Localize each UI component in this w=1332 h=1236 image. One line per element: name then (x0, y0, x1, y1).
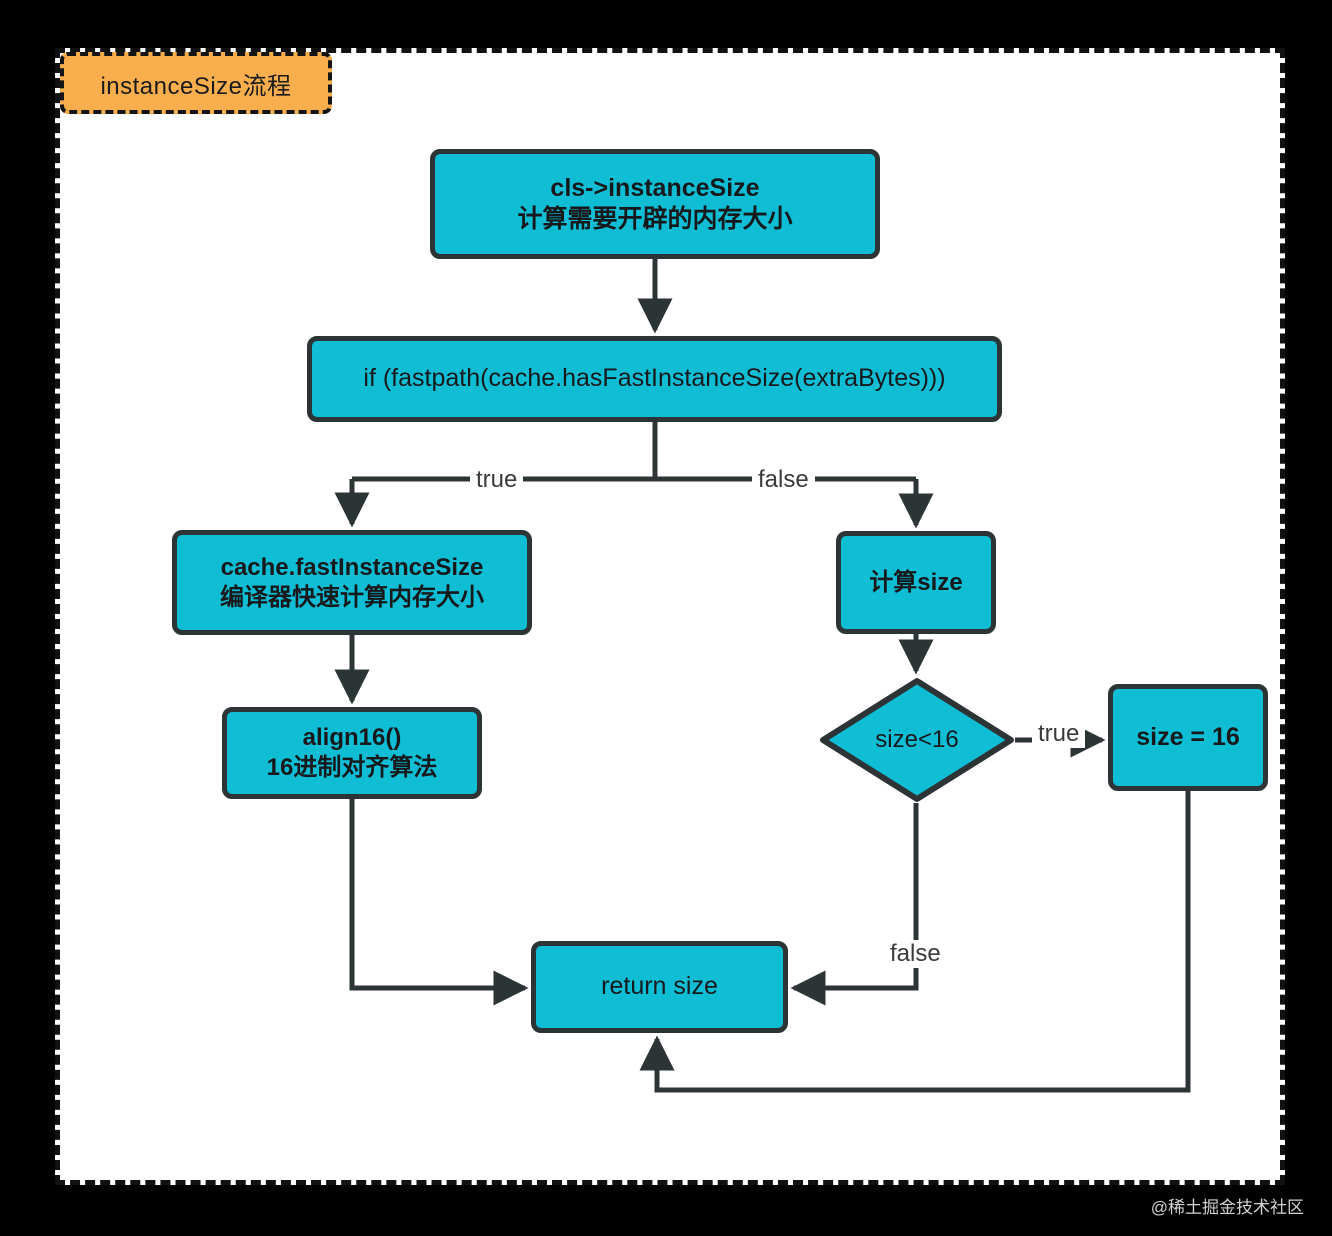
node-instance-size-line2: 计算需要开辟的内存大小 (517, 205, 793, 233)
node-cache-fast-instance-size-line2: 编译器快速计算内存大小 (220, 583, 484, 611)
node-cache-fast-instance-size-line1: cache.fastInstanceSize (220, 553, 484, 581)
edge-label-diamond-true: true (1032, 720, 1086, 748)
node-if-fastpath-label: if (fastpath(cache.hasFastInstanceSize(e… (363, 364, 946, 393)
node-size-equals-16-label: size = 16 (1136, 722, 1240, 751)
diagram-title-label: instanceSize流程 (100, 72, 292, 100)
diagram-title-chip: instanceSize流程 (60, 52, 332, 114)
node-size-equals-16[interactable]: size = 16 (1108, 684, 1268, 791)
node-decision-label: size<16 (875, 726, 959, 753)
node-instance-size[interactable]: cls->instanceSize 计算需要开辟的内存大小 (430, 149, 880, 259)
edge-diamond-false (790, 803, 919, 1006)
node-if-fastpath[interactable]: if (fastpath(cache.hasFastInstanceSize(e… (307, 336, 1002, 422)
edge-label-diamond-false: false (884, 940, 947, 968)
watermark: @稀土掘金技术社区 (1150, 1198, 1304, 1217)
node-calc-size-label: 计算size (869, 568, 963, 596)
node-decision-size-lt-16[interactable]: size<16 (819, 677, 1015, 803)
node-cache-fast-instance-size[interactable]: cache.fastInstanceSize 编译器快速计算内存大小 (172, 530, 532, 635)
node-align16[interactable]: align16() 16进制对齐算法 (222, 707, 482, 799)
edge-label-if-true: true (470, 466, 524, 494)
diamond-shape (820, 678, 1014, 802)
node-return-size-label: return size (601, 972, 718, 1001)
node-instance-size-line1: cls->instanceSize (550, 173, 760, 202)
edge-align16-return (349, 799, 529, 1006)
node-align16-line2: 16进制对齐算法 (266, 754, 438, 781)
edge-label-if-false: false (752, 466, 815, 494)
node-calc-size[interactable]: 计算size (836, 531, 996, 634)
edge-size16-return (639, 791, 1191, 1093)
node-return-size[interactable]: return size (531, 941, 788, 1033)
node-align16-line1: align16() (302, 724, 402, 751)
